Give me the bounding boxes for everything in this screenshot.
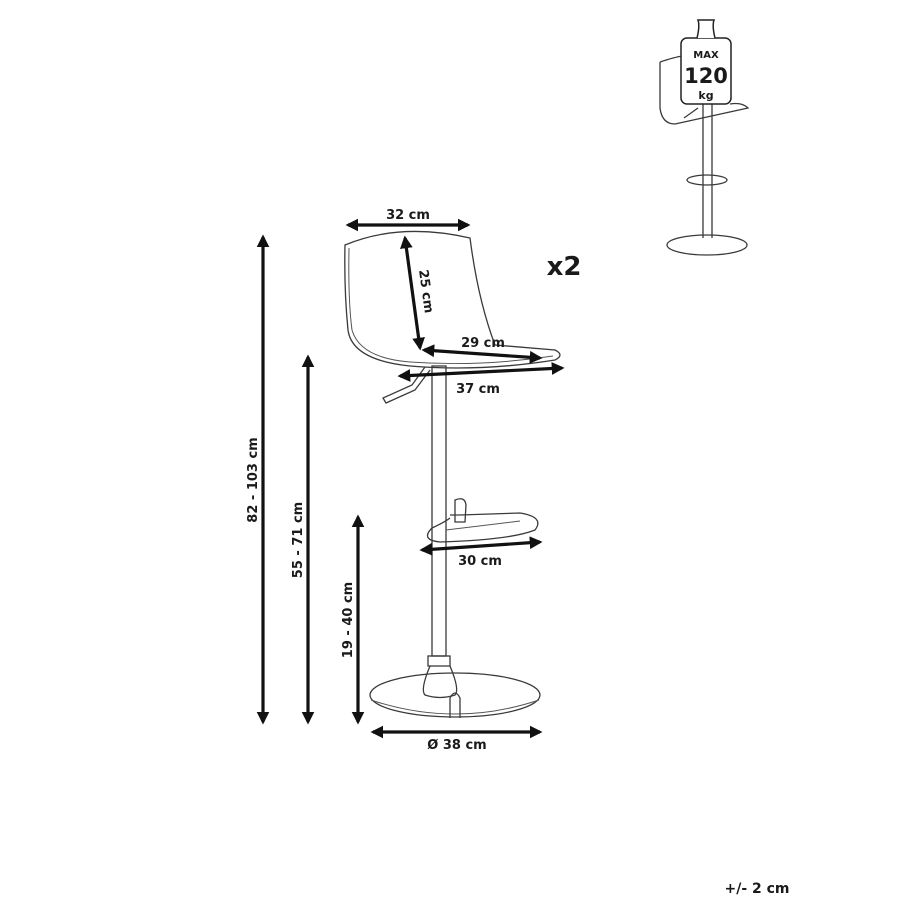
quantity-label: x2 bbox=[547, 252, 582, 282]
label-footrest-height: 19 - 40 cm bbox=[341, 582, 356, 658]
tolerance-label: +/- 2 cm bbox=[724, 881, 789, 897]
label-total-height: 82 - 103 cm bbox=[246, 437, 261, 522]
label-seat-width: 37 cm bbox=[456, 382, 500, 397]
max-load-value: 120 bbox=[684, 64, 728, 88]
max-load-unit: kg bbox=[698, 89, 713, 102]
label-backrest-width: 32 cm bbox=[386, 208, 430, 223]
label-seat-depth: 29 cm bbox=[461, 336, 505, 351]
max-load-line1: MAX bbox=[693, 50, 719, 61]
label-seat-height: 55 - 71 cm bbox=[291, 502, 306, 578]
label-backrest-height: 25 cm bbox=[415, 269, 436, 315]
label-footrest-width: 30 cm bbox=[458, 554, 502, 569]
stool-drawing bbox=[344, 230, 561, 718]
dimension-lines bbox=[256, 218, 565, 739]
max-load-icon: MAX 120 kg bbox=[659, 19, 750, 256]
label-base-diameter: Ø 38 cm bbox=[427, 738, 486, 753]
